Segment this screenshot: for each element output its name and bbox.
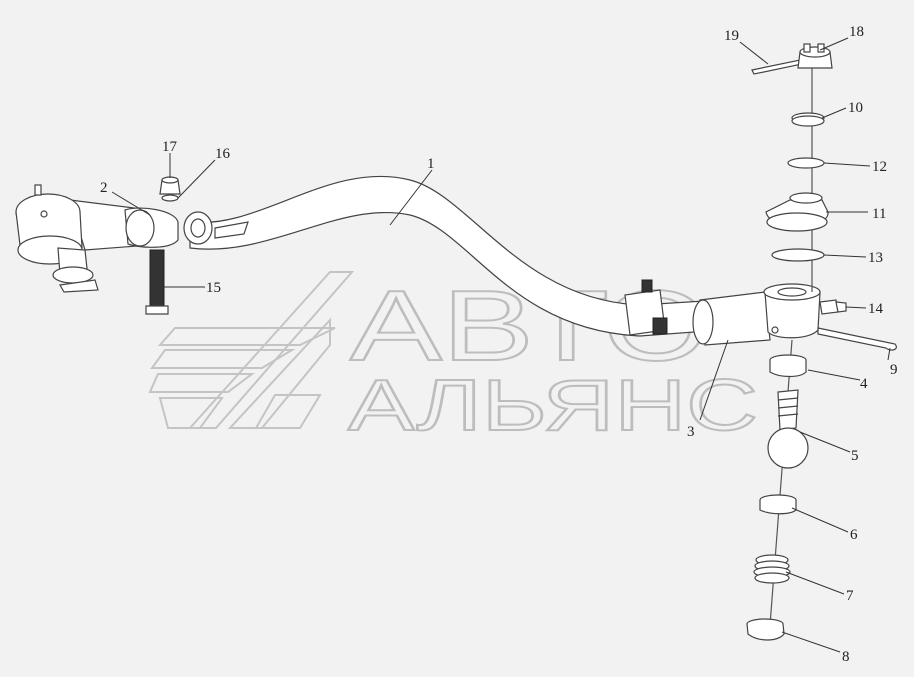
callout-18: 18 <box>849 24 864 40</box>
callout-6: 6 <box>850 527 858 543</box>
spring <box>753 554 791 584</box>
right-tie-rod-end <box>692 283 821 346</box>
clamp-washer <box>161 194 179 202</box>
dust-boot <box>765 192 829 232</box>
right-clamp <box>624 279 668 336</box>
watermark-line2: АЛЬЯНС <box>348 366 758 446</box>
watermark: АВТО АЛЬЯНС <box>148 269 759 447</box>
left-tie-rod-end <box>15 184 179 293</box>
callout-2: 2 <box>100 180 108 196</box>
callout-19: 19 <box>724 28 739 44</box>
callout-5: 5 <box>851 448 859 464</box>
clamp-nut <box>159 176 181 195</box>
watermark-logo <box>148 271 355 429</box>
grease-fitting <box>819 299 847 315</box>
leader-lines <box>111 37 891 653</box>
washer-upper <box>787 157 825 169</box>
retaining-ring <box>791 112 825 127</box>
callout-8: 8 <box>842 649 850 665</box>
callout-4: 4 <box>860 376 868 392</box>
ball-stud <box>767 389 809 469</box>
callout-17: 17 <box>162 139 178 155</box>
clamp-bolt <box>145 249 169 315</box>
callout-15: 15 <box>206 280 221 296</box>
ball-seat-lower <box>759 494 797 515</box>
callout-3: 3 <box>687 424 695 440</box>
callout-11: 11 <box>872 206 886 222</box>
callout-14: 14 <box>868 301 884 317</box>
callout-7: 7 <box>846 588 854 604</box>
callout-1: 1 <box>427 156 435 172</box>
ball-seat-upper <box>769 354 807 378</box>
callout-9: 9 <box>890 362 898 378</box>
long-cotter-pin <box>817 327 897 351</box>
callout-13: 13 <box>868 250 883 266</box>
callout-labels: 1 2 3 4 5 6 7 8 9 10 11 12 13 14 15 16 1… <box>100 24 898 665</box>
cotter-pin <box>751 59 803 75</box>
end-plug <box>746 618 785 641</box>
callout-12: 12 <box>872 159 887 175</box>
callout-16: 16 <box>215 146 231 162</box>
callout-10: 10 <box>848 100 863 116</box>
washer-lower <box>771 248 825 262</box>
castle-nut <box>797 43 833 69</box>
